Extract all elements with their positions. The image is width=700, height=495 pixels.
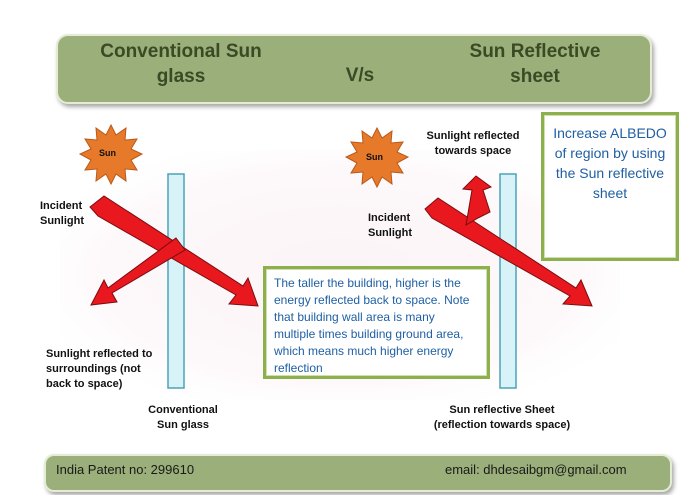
right-incident-label: Incident Sunlight [368,211,412,241]
contact-email: email: dhdesaibgm@gmail.com [445,462,627,477]
left-incident-label: Incident Sunlight [40,199,84,229]
left-panel-caption: Conventional Sun glass [143,403,223,433]
patent-number: India Patent no: 299610 [56,462,194,477]
albedo-box: Increase ALBEDO of region by using the S… [541,112,679,261]
note-box: The taller the building, higher is the e… [263,266,490,379]
left-reflected-label: Sunlight reflected to surroundings (not … [46,347,152,392]
reflective-sheet-panel [500,174,516,388]
conventional-glass-panel [168,174,184,388]
sun-right-label: Sun [366,150,383,165]
right-panel-caption: Sun reflective Sheet (reflection towards… [432,403,572,433]
right-reflected-label: Sunlight reflected towards space [426,129,520,159]
sun-left-label: Sun [99,146,116,161]
